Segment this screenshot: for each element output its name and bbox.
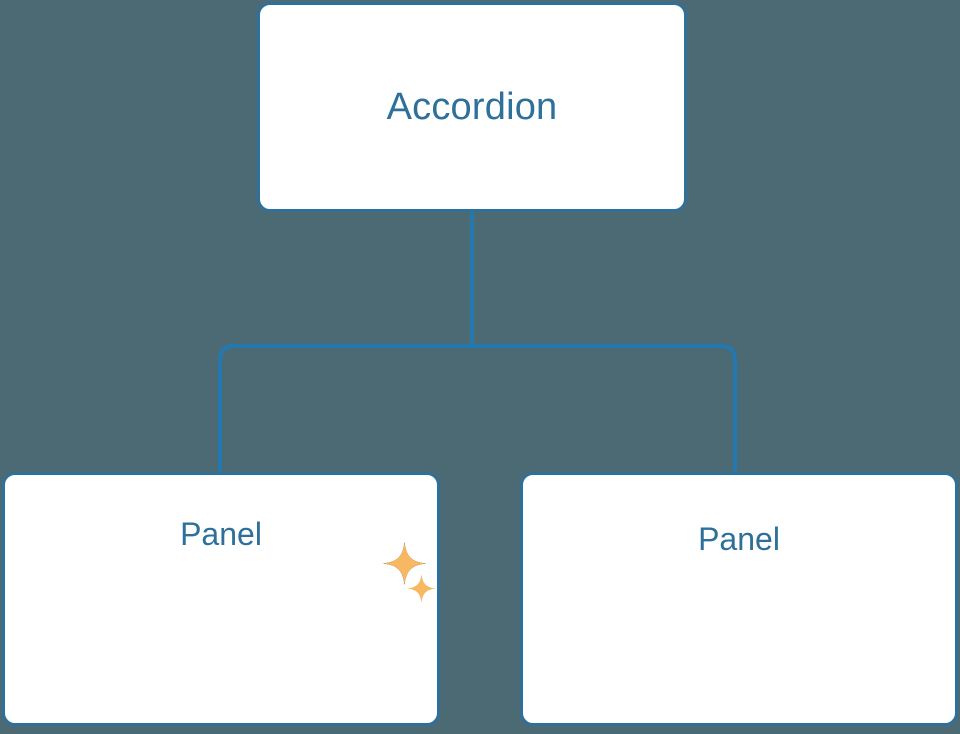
node-panel-inactive[interactable]: Panel: [520, 472, 958, 726]
node-accordion-label: Accordion: [386, 86, 558, 128]
node-panel-inactive-label: Panel: [698, 521, 780, 557]
node-panel-active-label: Panel: [180, 516, 262, 552]
node-accordion[interactable]: Accordion: [257, 2, 687, 212]
connector-branch-right: [472, 344, 737, 474]
connector-branch-left: [218, 344, 472, 474]
node-panel-active[interactable]: Panel: [2, 472, 440, 726]
